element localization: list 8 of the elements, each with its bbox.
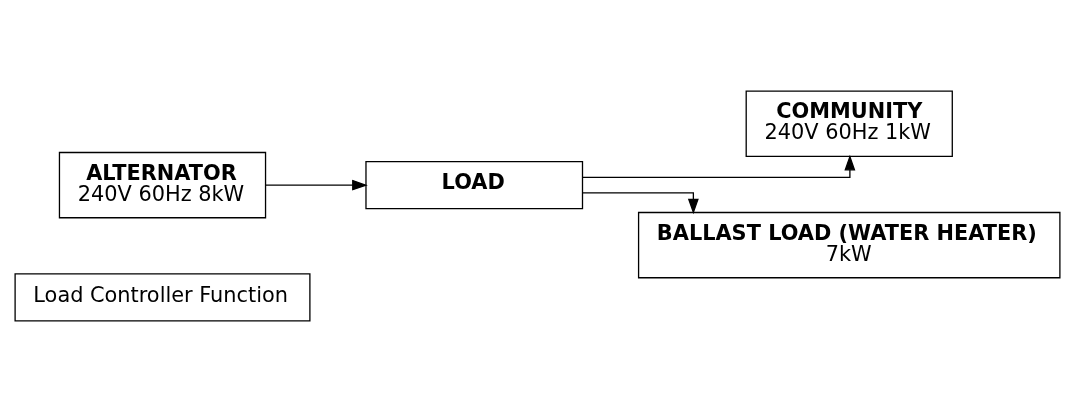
arrow: [581, 192, 699, 215]
node-box: LOAD: [365, 161, 584, 210]
arrow: [582, 154, 856, 178]
arrow: [265, 179, 368, 191]
node-box: ALTERNATOR 240V 60Hz 8kW: [58, 151, 267, 219]
node-box: COMMUNITY 240V 60Hz 1kW: [745, 90, 953, 158]
node-box: BALLAST LOAD (WATER HEATER) 7kW: [637, 211, 1061, 279]
node-box: Load Controller Function: [14, 273, 311, 322]
